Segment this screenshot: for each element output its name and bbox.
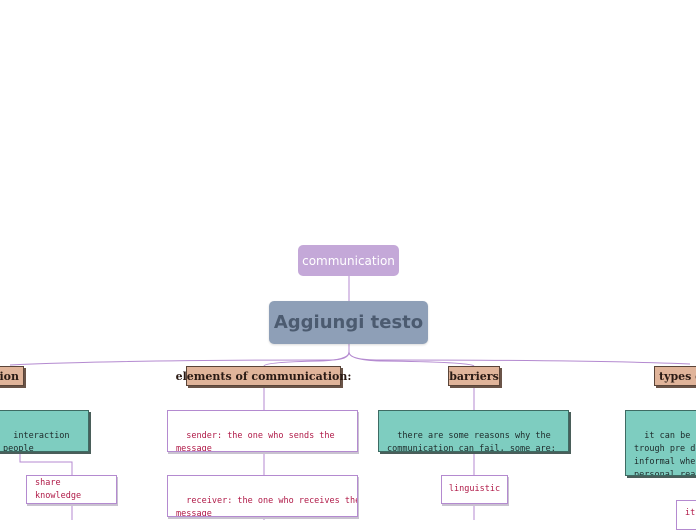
share-knowledge-text: share knowledge — [35, 477, 82, 501]
communication-node[interactable]: communication — [298, 245, 399, 276]
types-teal-text: it can be for trough pre de informal whe… — [634, 431, 696, 476]
sender-node[interactable]: sender: the one who sends the message — [167, 410, 358, 452]
topic-barriers-label: barriers — [449, 369, 499, 383]
topic-elements-node[interactable]: elements of communication: — [176, 366, 351, 386]
topic-left-node[interactable]: ation — [0, 366, 24, 386]
topic-left-label: ation — [0, 369, 19, 383]
barriers-teal-text: there are some reasons why the communica… — [387, 431, 556, 452]
topic-barriers-node[interactable]: barriers — [448, 366, 500, 386]
types-leaf-text: it — [685, 508, 696, 518]
topic-types-label: types o — [659, 369, 696, 383]
left-teal-text: interaction people — [3, 431, 70, 452]
barriers-teal-node[interactable]: there are some reasons why the communica… — [378, 410, 569, 452]
central-topic-node[interactable]: Aggiungi testo — [269, 301, 428, 344]
sender-text: sender: the one who sends the message — [176, 431, 335, 452]
types-teal-node[interactable]: it can be for trough pre de informal whe… — [625, 410, 696, 476]
central-topic-label: Aggiungi testo — [273, 312, 424, 333]
left-teal-node[interactable]: interaction people — [0, 410, 89, 452]
receiver-text: receiver: the one who receives the messa… — [176, 496, 357, 517]
linguistic-node[interactable]: linguistic — [441, 475, 508, 504]
communication-label: communication — [302, 253, 395, 268]
receiver-node[interactable]: receiver: the one who receives the messa… — [167, 475, 358, 517]
topic-types-node[interactable]: types o — [654, 366, 696, 386]
share-knowledge-node[interactable]: share knowledge — [26, 475, 117, 504]
types-leaf-node[interactable]: it — [676, 500, 696, 530]
topic-elements-label: elements of communication: — [175, 369, 352, 383]
linguistic-text: linguistic — [448, 484, 501, 494]
